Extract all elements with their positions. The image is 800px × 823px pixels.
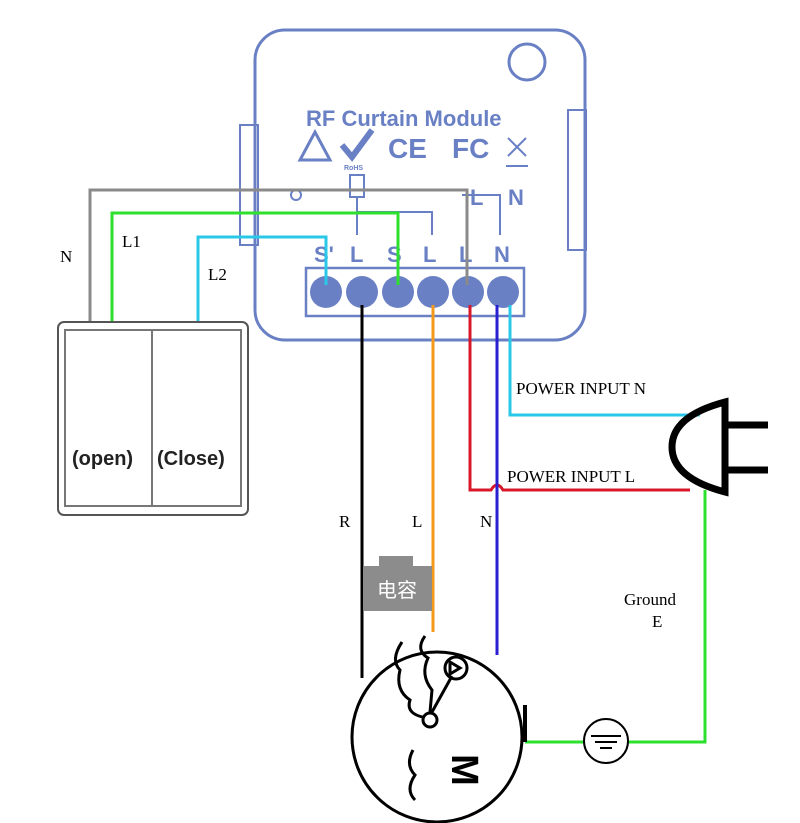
switch-open-label: (open) [72, 448, 133, 470]
module-title: RF Curtain Module [306, 106, 502, 131]
warning-icon [297, 128, 333, 162]
wire-ground-green [525, 490, 707, 744]
top-terminal-n: N [508, 185, 524, 210]
label-n-left: N [60, 247, 72, 266]
ce-mark: CE [388, 133, 427, 164]
label-l: L [412, 512, 422, 531]
label-l2: L2 [208, 265, 227, 284]
weee-bin-icon [506, 137, 528, 167]
label-power-input-l: POWER INPUT L [507, 467, 635, 486]
motor-label: M [443, 754, 485, 786]
motor-icon [350, 635, 527, 823]
capacitor-label: 电容 [377, 578, 417, 602]
terminal-block [310, 276, 519, 308]
terminal-label-s-prime: S' [314, 242, 334, 267]
wire-l1-green [110, 211, 400, 322]
terminal-label-n: N [494, 242, 510, 267]
earth-ground-icon [583, 718, 629, 764]
capacitor: 电容 [363, 556, 432, 611]
terminal-label-l-out: L [423, 242, 436, 267]
power-plug-icon [668, 397, 768, 497]
terminal-label-l-in: L [350, 242, 363, 267]
top-terminal-l: L [470, 185, 483, 210]
label-n: N [480, 512, 492, 531]
motor-mark-icon [349, 174, 365, 198]
switch-close-label: (Close) [157, 448, 225, 470]
rohs-check-icon [339, 128, 375, 162]
wire-n-gray [88, 188, 469, 322]
label-power-input-n: POWER INPUT N [516, 379, 646, 398]
wire-l2-cyan [196, 235, 328, 330]
rohs-label: RoHS [344, 165, 363, 172]
fcc-mark: FC [452, 133, 489, 164]
label-ground-e: E [652, 612, 662, 631]
label-l1: L1 [122, 232, 141, 251]
curtain-module: RF Curtain Module RoHS CE FC L N S' L S … [239, 28, 587, 342]
wire-power-n-cyan [508, 305, 700, 417]
label-r: R [339, 512, 351, 531]
double-wall-switch[interactable]: (open) (Close) [57, 321, 249, 516]
label-ground: Ground [624, 590, 676, 609]
